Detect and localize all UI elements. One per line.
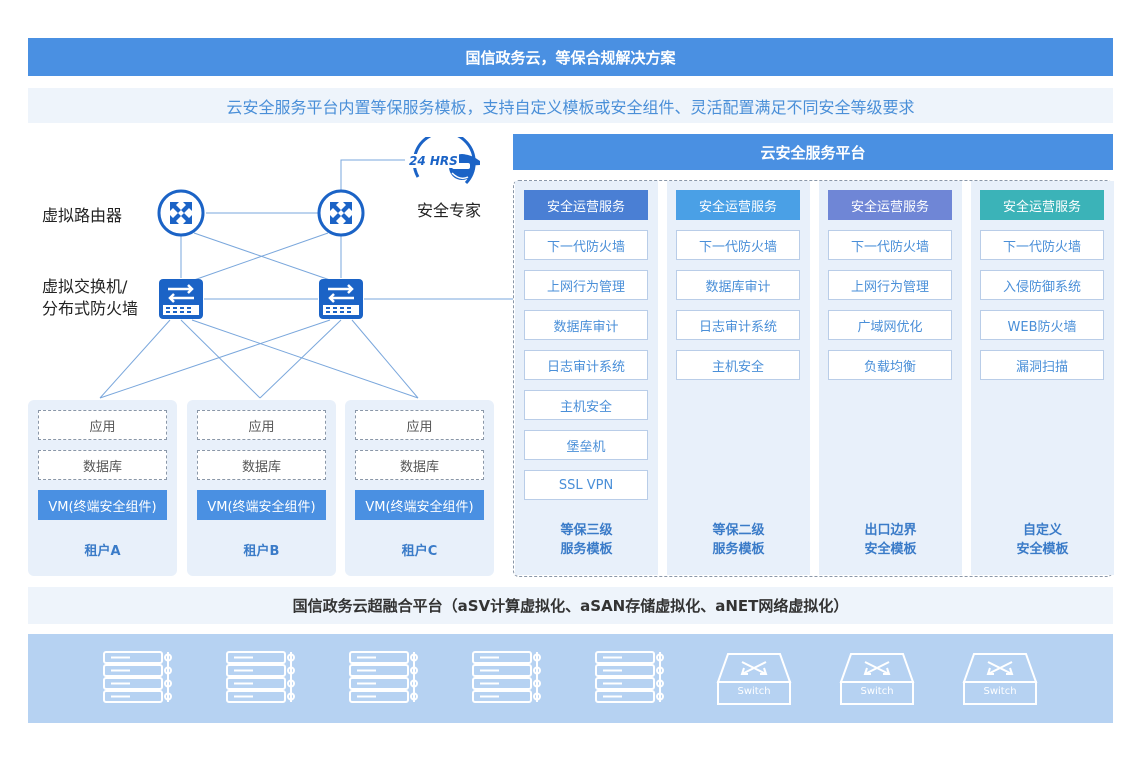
vm-box: VM(终端安全组件) [38, 490, 167, 520]
app-box: 应用 [355, 410, 484, 440]
tenant-name: 租户C [401, 544, 438, 559]
database-box: 数据库 [38, 450, 167, 480]
database-box: 数据库 [197, 450, 326, 480]
service-item: 日志审计系统 [524, 350, 648, 380]
app-box: 应用 [197, 410, 326, 440]
tenant-card-a: 应用 数据库 VM(终端安全组件) 租户A [28, 400, 177, 576]
template-column-level3: 安全运营服务 下一代防火墙 上网行为管理 数据库审计 日志审计系统 主机安全 堡… [515, 181, 658, 575]
vm-box: VM(终端安全组件) [197, 490, 326, 520]
service-item: 日志审计系统 [676, 310, 800, 340]
column-footer: 自定义安全模板 [1016, 523, 1069, 557]
app-box: 应用 [38, 410, 167, 440]
service-item: 上网行为管理 [524, 270, 648, 300]
server-rack-icon [471, 650, 547, 706]
virtual-switch-icon [318, 278, 364, 320]
page-subtitle: 云安全服务平台内置等保服务模板，支持自定义模板或安全组件、灵活配置满足不同安全等… [28, 88, 1113, 123]
column-footer: 等保二级服务模板 [712, 523, 765, 557]
tenant-card-b: 应用 数据库 VM(终端安全组件) 租户B [187, 400, 336, 576]
router-label: 虚拟路由器 [42, 206, 123, 225]
template-column-custom: 安全运营服务 下一代防火墙 入侵防御系统 WEB防火墙 漏洞扫描 自定义安全模板 [971, 181, 1114, 575]
switch-label-line2: 分布式防火墙 [42, 299, 139, 318]
service-item: 漏洞扫描 [980, 350, 1104, 380]
virtual-switch-icon [158, 278, 204, 320]
service-item: 负载均衡 [828, 350, 952, 380]
template-column-border: 安全运营服务 下一代防火墙 上网行为管理 广域网优化 负载均衡 出口边界安全模板 [819, 181, 962, 575]
switch-icon: Switch [962, 652, 1038, 706]
server-rack-icon [102, 650, 178, 706]
service-item: 主机安全 [676, 350, 800, 380]
column-footer: 等保三级服务模板 [560, 523, 613, 557]
router-icon [157, 189, 205, 237]
tenant-card-c: 应用 数据库 VM(终端安全组件) 租户C [345, 400, 494, 576]
server-rack-icon [225, 650, 301, 706]
database-box: 数据库 [355, 450, 484, 480]
service-item: 数据库审计 [676, 270, 800, 300]
hrs-badge: 24 HRS [408, 154, 459, 168]
switch-icon: Switch [839, 652, 915, 706]
tenant-name: 租户A [84, 544, 121, 559]
expert-label: 安全专家 [417, 201, 482, 220]
service-item: 主机安全 [524, 390, 648, 420]
server-rack-icon [348, 650, 424, 706]
switch-text: Switch [983, 686, 1017, 697]
tenant-name: 租户B [243, 544, 280, 559]
service-item: 上网行为管理 [828, 270, 952, 300]
service-item: 广域网优化 [828, 310, 952, 340]
service-item: WEB防火墙 [980, 310, 1104, 340]
switch-text: Switch [737, 686, 771, 697]
service-item: 数据库审计 [524, 310, 648, 340]
service-item: SSL VPN [524, 470, 648, 500]
service-item: 下一代防火墙 [828, 230, 952, 260]
service-item: 下一代防火墙 [676, 230, 800, 260]
vm-box: VM(终端安全组件) [355, 490, 484, 520]
router-icon [317, 189, 365, 237]
service-item: 下一代防火墙 [980, 230, 1104, 260]
column-footer: 出口边界安全模板 [864, 523, 917, 557]
page-title: 国信政务云，等保合规解决方案 [28, 38, 1113, 76]
switch-icon: Switch [716, 652, 792, 706]
service-item: 入侵防御系统 [980, 270, 1104, 300]
switch-label-line1: 虚拟交换机/ [42, 277, 128, 296]
template-column-level2: 安全运营服务 下一代防火墙 数据库审计 日志审计系统 主机安全 等保二级服务模板 [667, 181, 810, 575]
hardware-band [28, 634, 1113, 723]
platform-header: 云安全服务平台 [513, 134, 1113, 170]
column-header: 安全运营服务 [980, 190, 1104, 220]
column-header: 安全运营服务 [676, 190, 800, 220]
column-header: 安全运营服务 [828, 190, 952, 220]
fusion-platform-bar: 国信政务云超融合平台（aSV计算虚拟化、aSAN存储虚拟化、aNET网络虚拟化） [28, 587, 1113, 624]
switch-text: Switch [860, 686, 894, 697]
service-item: 下一代防火墙 [524, 230, 648, 260]
column-header: 安全运营服务 [524, 190, 648, 220]
service-item: 堡垒机 [524, 430, 648, 460]
server-rack-icon [594, 650, 670, 706]
